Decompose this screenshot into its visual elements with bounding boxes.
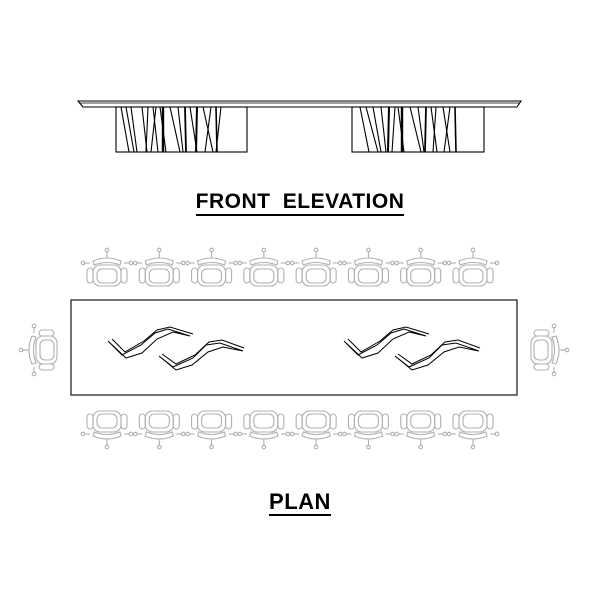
front-elevation-drawing xyxy=(76,100,523,153)
chair-top xyxy=(394,247,448,287)
chair-bottom xyxy=(237,410,291,450)
chair-end-left xyxy=(18,323,58,377)
chair-top xyxy=(132,247,186,287)
front-elevation-title: FRONT ELEVATION xyxy=(0,190,600,217)
chairs-bottom-row xyxy=(80,410,500,450)
left-base-plan xyxy=(107,326,245,371)
chair-top xyxy=(237,247,291,287)
right-base-plan xyxy=(343,326,481,371)
front-elevation-text: FRONT ELEVATION xyxy=(195,190,405,217)
chair-top xyxy=(446,247,500,287)
chair-bottom xyxy=(185,410,238,450)
chair-top xyxy=(342,247,395,287)
chair-bottom xyxy=(80,410,134,450)
chairs-top-row xyxy=(80,247,500,287)
tabletop-elevation xyxy=(76,100,523,108)
chair-top xyxy=(185,247,238,287)
chair-top xyxy=(289,247,343,287)
plan-title: PLAN xyxy=(0,489,600,517)
chair-bottom xyxy=(394,410,448,450)
chair-end-right xyxy=(530,323,570,377)
chair-top xyxy=(80,247,134,287)
chair-bottom xyxy=(342,410,395,450)
chair-bottom xyxy=(132,410,186,450)
left-base-elevation xyxy=(115,106,248,153)
plan-drawing xyxy=(18,247,570,450)
plan-text: PLAN xyxy=(269,490,331,517)
right-base-elevation xyxy=(351,106,485,153)
chair-bottom xyxy=(446,410,500,450)
chair-bottom xyxy=(289,410,343,450)
